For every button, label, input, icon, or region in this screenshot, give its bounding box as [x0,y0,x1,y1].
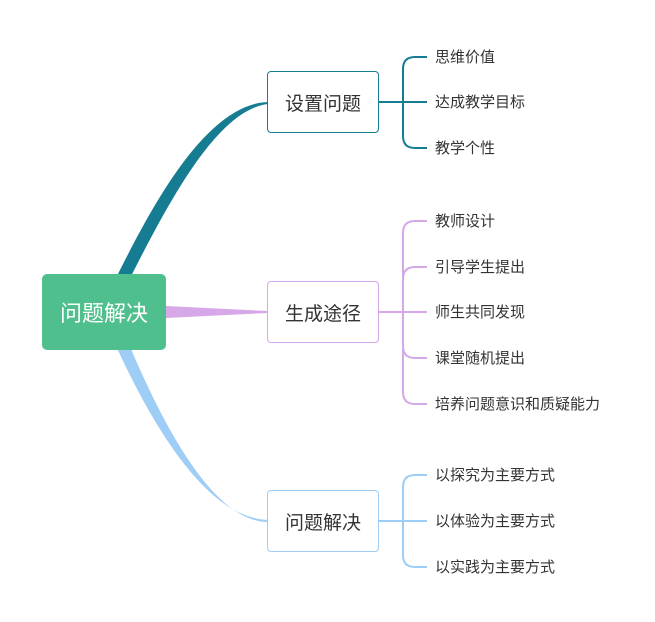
connector-to-leaf [402,312,427,359]
connector-branch-1-to-children [379,56,427,149]
connector-branch-3-to-children [379,474,427,568]
connector-to-leaf [402,521,427,568]
connector-to-leaf [402,102,427,149]
leaf-node[interactable]: 以体验为主要方式 [435,512,556,530]
connector-root-to-branch-1 [116,102,268,282]
leaf-node[interactable]: 教师设计 [435,212,496,230]
leaf-node[interactable]: 思维价值 [435,48,496,66]
leaf-node[interactable]: 师生共同发现 [435,303,526,321]
connector-branch-2-to-children [379,220,427,405]
leaf-node[interactable]: 达成教学目标 [435,93,526,111]
connector-to-leaf [402,312,427,405]
connector-to-leaf [402,56,427,102]
leaf-node[interactable]: 引导学生提出 [435,258,526,276]
connector-to-leaf [402,220,427,312]
connector-to-leaf [402,266,427,312]
leaf-node[interactable]: 以实践为主要方式 [435,558,556,576]
leaf-node[interactable]: 以探究为主要方式 [435,466,556,484]
leaf-node[interactable]: 课堂随机提出 [435,349,526,367]
branch-node-1[interactable]: 设置问题 [267,71,379,133]
leaf-node[interactable]: 教学个性 [435,139,496,157]
branch-node-3[interactable]: 问题解决 [267,490,379,552]
connector-root-to-branch-2 [166,306,268,318]
connector-root-to-branch-3 [116,342,268,522]
root-node[interactable]: 问题解决 [42,274,166,350]
branch-node-2[interactable]: 生成途径 [267,281,379,343]
leaf-node[interactable]: 培养问题意识和质疑能力 [435,395,601,413]
connector-to-leaf [402,474,427,521]
